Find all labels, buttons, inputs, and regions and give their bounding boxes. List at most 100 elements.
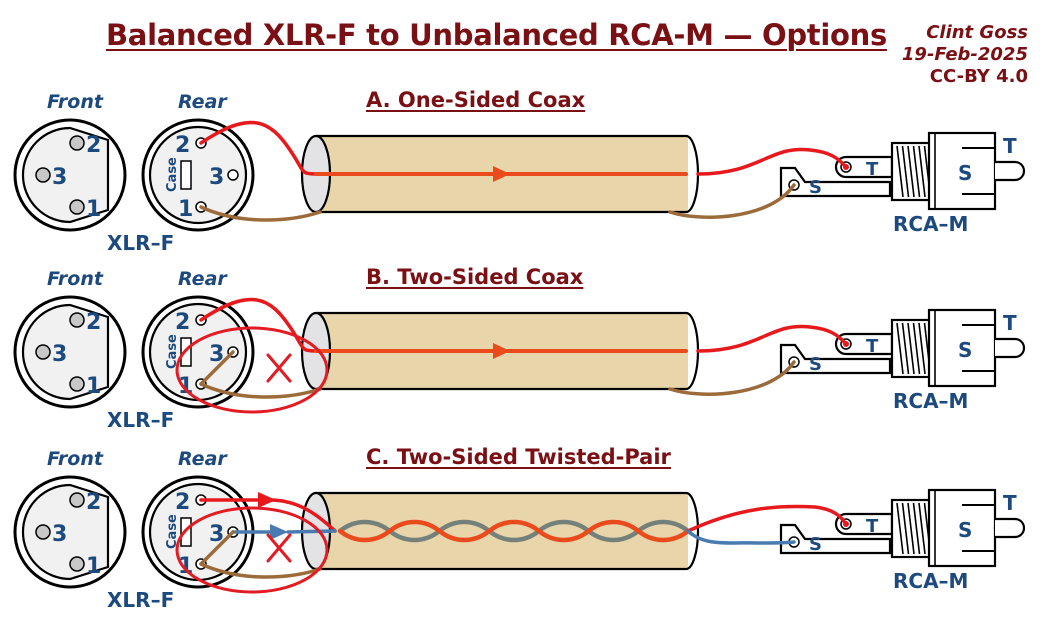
collar-thread <box>918 322 926 375</box>
cold-wire-rca <box>686 529 796 545</box>
collar-thread <box>901 145 910 198</box>
front-pin-3-label: 3 <box>52 165 67 190</box>
rear-pin-3-label: 3 <box>209 165 224 190</box>
sleeve-label: S <box>958 161 972 185</box>
wires <box>199 297 849 399</box>
collar-thread <box>912 322 921 375</box>
front-pin-1-label: 1 <box>86 197 101 222</box>
sleeve-solder-tab <box>779 343 892 375</box>
cable-jacket <box>316 493 688 569</box>
no-connect-annotation <box>175 506 329 594</box>
section-title: A. One-Sided Coax <box>366 88 586 112</box>
xlr-label: XLR–F <box>107 231 175 255</box>
sleeve-tab-label: S <box>809 354 822 375</box>
no-connect-annotation <box>175 326 329 414</box>
case-label: Case <box>165 514 180 549</box>
tip-pin <box>995 160 1026 182</box>
signal-direction-arrow <box>493 343 510 359</box>
sleeve-solder-tab <box>779 166 892 198</box>
shield-wire-xlr <box>199 562 322 579</box>
sleeve-tab-label: S <box>809 177 822 198</box>
rear-pin-2-label: 2 <box>175 133 190 158</box>
tip-solder-point <box>843 341 849 347</box>
credit-block: Clint Goss 19-Feb-2025 CC-BY 4.0 <box>902 22 1028 88</box>
pin-1-socket <box>69 199 85 215</box>
wires <box>199 492 849 579</box>
tip-pin <box>995 337 1026 359</box>
collar-thread <box>907 502 915 555</box>
rear-label: Rear <box>178 448 227 470</box>
sleeve-tab-label: S <box>809 534 822 555</box>
case-lug <box>180 337 192 367</box>
collar-thread <box>918 502 926 555</box>
rca-plug: S T S T <box>779 131 1026 211</box>
shield-wire-rca <box>668 183 796 219</box>
rca-label: RCA–M <box>893 212 969 236</box>
tip-tab-label: T <box>866 516 879 537</box>
front-label: Front <box>47 268 103 290</box>
xlr-front-face <box>21 303 110 401</box>
rear-label: Rear <box>178 268 227 290</box>
front-pin-1-label: 1 <box>86 554 101 579</box>
rca-label: RCA–M <box>893 569 969 593</box>
twisted-pair-gray <box>337 519 691 543</box>
tip-solder-point <box>843 521 849 527</box>
tip-label: T <box>1003 134 1017 158</box>
hot-wire-rca <box>686 504 848 533</box>
pin-2-socket <box>69 492 85 508</box>
shield-wire-xlr <box>199 205 322 222</box>
hot-wire-xlr <box>199 120 318 176</box>
tip-label: T <box>1003 311 1017 335</box>
rear-pin-3-label: 3 <box>209 522 224 547</box>
cold-wire-into-cable <box>286 529 337 534</box>
xlr-label: XLR–F <box>107 408 175 432</box>
pin-1-socket <box>69 556 85 572</box>
no-connect-x-icon <box>266 353 292 383</box>
rear-pin-2-label: 2 <box>175 310 190 335</box>
case-lug <box>180 517 192 547</box>
hot-wire-rca <box>696 147 848 176</box>
rear-pin-1-label: 1 <box>178 197 193 222</box>
front-pin-2-label: 2 <box>86 133 101 158</box>
collar-thread <box>912 502 921 555</box>
pin-1-socket <box>69 376 85 392</box>
tip-tab-label: T <box>866 159 879 180</box>
pin-2-socket <box>69 312 85 328</box>
highlight-ellipse <box>175 326 329 414</box>
tip-tab-label: T <box>866 336 879 357</box>
collar-thread <box>896 322 904 375</box>
front-pin-1-label: 1 <box>86 374 101 399</box>
no-connect-x-icon <box>266 533 292 563</box>
case-label: Case <box>165 334 180 369</box>
collar-thread <box>896 145 904 198</box>
signal-direction-arrow <box>493 166 510 182</box>
shield-wire-xlr <box>199 382 322 399</box>
xlr-front-face <box>21 126 110 224</box>
hot-arrow <box>258 492 276 508</box>
rear-pin-2-label: 2 <box>175 490 190 515</box>
license: CC-BY 4.0 <box>929 66 1028 87</box>
author: Clint Goss <box>926 22 1028 43</box>
pin3-to-pin1-jumper <box>199 350 235 386</box>
tip-pin <box>995 517 1026 539</box>
tip-solder-tab <box>834 332 894 356</box>
rear-pin-3 <box>227 169 239 181</box>
pin3-to-pin1-jumper <box>199 530 235 566</box>
diagram-title: Balanced XLR-F to Unbalanced RCA-M — Opt… <box>106 18 887 52</box>
shield-wire-rca <box>668 360 796 396</box>
rear-label: Rear <box>178 91 227 113</box>
tip-label: T <box>1003 491 1017 515</box>
xlr-front-face <box>21 483 110 581</box>
front-label: Front <box>47 91 103 113</box>
pin-3-socket <box>35 524 51 540</box>
twisted-pair-signal <box>337 519 691 543</box>
collar-thread <box>907 322 915 375</box>
section-title: B. Two-Sided Coax <box>366 265 584 289</box>
rear-pin-3-label: 3 <box>209 342 224 367</box>
